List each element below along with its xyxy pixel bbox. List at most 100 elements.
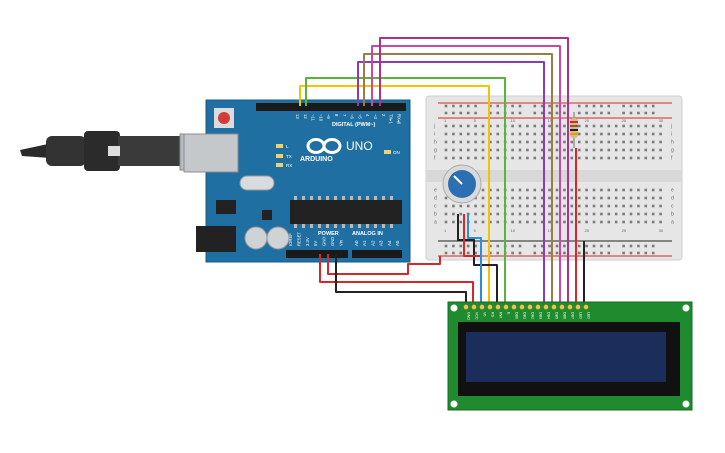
analog-label: ANALOG IN <box>352 231 383 237</box>
breadboard-row-label: h <box>671 140 674 146</box>
lcd-pin[interactable] <box>527 304 533 310</box>
breadboard-row-label: i <box>671 132 672 138</box>
lcd-pin[interactable] <box>471 304 477 310</box>
lcd-pin-label: DB2 <box>531 312 535 319</box>
breadboard-column-label: 30 <box>659 228 664 233</box>
breadboard-row-label: b <box>671 212 674 218</box>
power-pin-label: 5V <box>313 241 318 246</box>
breadboard-row-label: e <box>434 188 437 194</box>
breadboard-column-label: 5 <box>474 118 477 123</box>
lcd-pin[interactable] <box>463 304 469 310</box>
wire-magenta[interactable] <box>379 37 569 305</box>
digital-pin-label: TX▸1 <box>389 114 394 124</box>
breadboard-column-label: 10 <box>511 118 516 123</box>
analog-pin-label: A5 <box>395 240 400 246</box>
lcd-pin[interactable] <box>559 304 565 310</box>
breadboard-column-label: 1 <box>444 228 447 233</box>
wires[interactable] <box>299 37 585 305</box>
breadboard-column-label: 25 <box>622 118 627 123</box>
lcd-pin-label: DB0 <box>515 312 519 319</box>
power-pin-label: 3.3V <box>305 237 310 246</box>
digital-pin-label: 12 <box>303 114 308 119</box>
breadboard-column-label: 20 <box>585 228 590 233</box>
lcd-pin-label: RW <box>499 312 503 319</box>
arduino-infinity-logo-icon <box>306 138 342 154</box>
digital-pin-label: ~5 <box>357 114 362 119</box>
usb-jack <box>183 133 239 173</box>
lcd-pin-label: LED <box>579 312 583 319</box>
breadboard-row-label: g <box>434 148 437 154</box>
breadboard-column-label: 15 <box>548 118 553 123</box>
lcd-pin[interactable] <box>519 304 525 310</box>
wire-brown[interactable] <box>363 53 553 305</box>
lcd-pin[interactable] <box>487 304 493 310</box>
lcd-pin-label: DB5 <box>555 312 559 319</box>
wire-blue[interactable] <box>467 214 482 305</box>
breadboard-row-label: h <box>434 140 437 146</box>
power-label: POWER <box>318 231 339 237</box>
breadboard-column-label: 5 <box>474 228 477 233</box>
breadboard-column-label: 20 <box>585 118 590 123</box>
lcd-pin[interactable] <box>495 304 501 310</box>
lcd-pin[interactable] <box>567 304 573 310</box>
lcd-pin[interactable] <box>535 304 541 310</box>
power-pin-label: GND <box>330 237 335 246</box>
breadboard-row-label: c <box>434 204 437 210</box>
wire-green[interactable] <box>305 77 506 305</box>
digital-label: DIGITAL (PWM~) <box>332 122 376 128</box>
atmega-chip <box>290 200 402 224</box>
digital-pin-label: ~3 <box>373 114 378 119</box>
digital-pin-label: ~10 <box>318 114 323 122</box>
analog-pin-label: A0 <box>354 240 359 246</box>
lcd-pin-label: VCC <box>475 312 479 320</box>
digital-pin-label: RX◂0 <box>396 114 401 125</box>
breadboard-row-label: f <box>671 156 673 162</box>
wire-red-5v[interactable] <box>319 254 474 305</box>
lcd-pin[interactable] <box>583 304 589 310</box>
lcd-pin[interactable] <box>503 304 509 310</box>
on-label: ON <box>393 150 400 155</box>
lcd-pin-label: DB1 <box>523 312 527 319</box>
power-pin-label: Vin <box>338 239 343 246</box>
digital-header[interactable] <box>256 103 406 111</box>
breadboard-column-label: 15 <box>548 228 553 233</box>
analog-pin-label: A2 <box>370 240 375 246</box>
wire-black-gnd[interactable] <box>335 254 467 305</box>
power-header[interactable] <box>286 250 348 258</box>
wire-red-rail[interactable] <box>327 254 441 275</box>
analog-header[interactable] <box>352 250 402 258</box>
lcd-pin[interactable] <box>511 304 517 310</box>
breadboard-holes[interactable] <box>444 104 662 255</box>
wire-yellow[interactable] <box>299 85 490 305</box>
lcd-pin[interactable] <box>551 304 557 310</box>
digital-pin-label: ~6 <box>350 114 355 119</box>
wire-red-pot[interactable] <box>463 214 480 257</box>
lcd-pin-label: LED <box>587 312 591 319</box>
lcd-pin[interactable] <box>575 304 581 310</box>
wire-purple[interactable] <box>357 61 545 305</box>
potentiometer-knob-icon[interactable] <box>442 164 482 204</box>
lcd-pin[interactable] <box>543 304 549 310</box>
l-label: L <box>286 144 289 149</box>
lcd-pin-label: E <box>507 312 511 315</box>
breadboard-row-label: c <box>671 204 674 210</box>
digital-pin-label: 7 <box>342 114 347 117</box>
resistor-icon[interactable] <box>570 112 578 148</box>
tx-label: TX <box>286 154 292 159</box>
wire-black-pot[interactable] <box>457 214 498 305</box>
wire-pink[interactable] <box>371 45 561 305</box>
arduino-board[interactable]: ARDUINO UNO DIGITAL (PWM~) POWER ANALOG … <box>183 99 411 263</box>
arduino-brand: ARDUINO <box>300 156 333 163</box>
breadboard-column-label: 1 <box>444 118 447 123</box>
analog-pin-label: A1 <box>362 240 367 246</box>
breadboard-column-label: 30 <box>659 118 664 123</box>
lcd-pin[interactable] <box>479 304 485 310</box>
digital-pin-label: ~9 <box>326 114 331 119</box>
arduino-model: UNO <box>346 139 373 153</box>
